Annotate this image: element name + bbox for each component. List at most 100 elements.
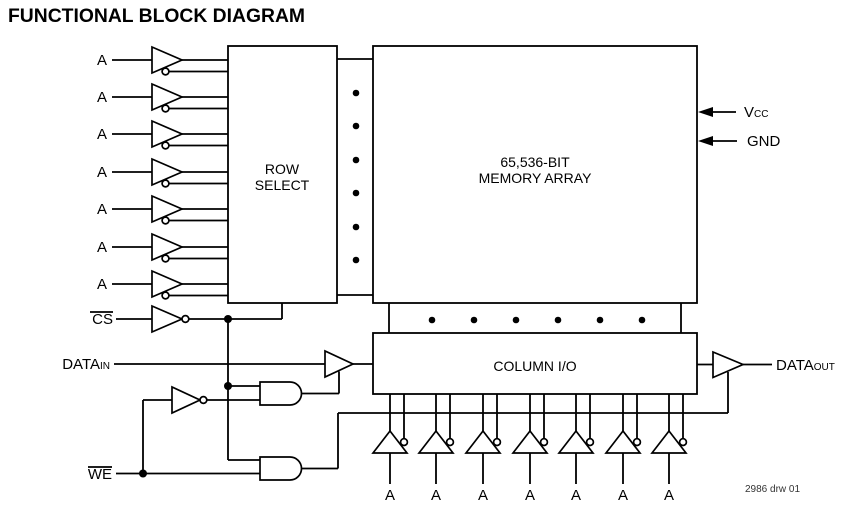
buffer-triangle-icon — [604, 429, 642, 454]
chip-select-input: CS — [90, 303, 283, 461]
wire — [389, 394, 405, 484]
address-label: A — [97, 89, 107, 106]
wire — [112, 59, 228, 73]
data-in-input: DATAIN — [62, 349, 373, 379]
inverter-bubble-icon — [585, 437, 595, 447]
junction-dot — [224, 382, 232, 390]
address-label: A — [97, 201, 107, 218]
inverter-bubble-icon — [181, 314, 190, 324]
wire — [142, 399, 172, 474]
inverter-triangle-icon — [151, 304, 185, 334]
inverter-bubble-icon — [632, 437, 642, 447]
wire — [529, 394, 545, 484]
ellipsis-dot — [638, 316, 646, 324]
wire — [301, 372, 729, 470]
row-address-buffers: A A A A A — [97, 45, 228, 300]
address-label: A — [97, 276, 107, 293]
address-label: A — [385, 487, 395, 504]
column-address-buffers: A A A A A — [371, 394, 688, 504]
wire — [112, 133, 228, 147]
power-pins: VCC GND — [698, 104, 781, 150]
inverter-bubble-icon — [161, 216, 170, 225]
buffer-triangle-icon — [151, 269, 185, 299]
inverter-bubble-icon — [492, 437, 502, 447]
column-io-block: COLUMN I/O — [372, 332, 698, 395]
write-and-gate — [259, 371, 340, 406]
address-input-buffer: A — [464, 394, 502, 504]
address-input-buffer: A — [97, 232, 228, 263]
ellipsis-dot — [596, 316, 604, 324]
wire — [112, 171, 228, 185]
address-input-buffer: A — [97, 45, 228, 76]
buffer-triangle-icon — [650, 429, 688, 454]
junction-dot — [224, 315, 232, 323]
address-label: A — [97, 126, 107, 143]
address-input-buffer: A — [371, 394, 409, 504]
wire — [112, 96, 228, 110]
inverter-bubble-icon — [445, 437, 455, 447]
read-and-gate — [259, 372, 729, 481]
ellipsis-dot — [554, 316, 562, 324]
row-select-label-2: SELECT — [255, 177, 310, 193]
address-input-buffer: A — [97, 269, 228, 300]
wire — [482, 394, 498, 484]
and-gate-icon — [259, 381, 303, 406]
buffer-triangle-icon — [151, 45, 185, 75]
inverter-bubble-icon — [399, 437, 409, 447]
ellipsis-dot — [428, 316, 436, 324]
address-input-buffer: A — [417, 394, 455, 504]
address-label: A — [525, 487, 535, 504]
and-gate-icon — [259, 456, 303, 481]
address-label: A — [97, 239, 107, 256]
column-io-label: COLUMN I/O — [493, 358, 576, 374]
row-bus-strip — [337, 58, 373, 296]
ellipsis-dot — [352, 89, 360, 97]
wire — [112, 246, 228, 260]
buffer-triangle-icon — [151, 82, 185, 112]
address-input-buffer: A — [650, 394, 688, 504]
memory-array-rect — [372, 45, 698, 304]
data-in-label: DATAIN — [62, 356, 110, 373]
ellipsis-dot — [352, 189, 360, 197]
wire — [112, 283, 228, 297]
memory-array-block: 65,536-BIT MEMORY ARRAY — [372, 45, 698, 304]
inverter-bubble-icon — [199, 395, 208, 405]
buffer-triangle-icon — [417, 429, 455, 454]
address-label: A — [97, 164, 107, 181]
address-input-buffer: A — [97, 157, 228, 188]
inverter-bubble-icon — [161, 141, 170, 150]
address-input-buffer: A — [97, 119, 228, 150]
write-enable-label: WE — [88, 466, 112, 483]
wire — [668, 394, 684, 484]
address-label: A — [571, 487, 581, 504]
memory-array-label-1: 65,536-BIT — [500, 154, 570, 170]
address-label: A — [478, 487, 488, 504]
buffer-triangle-icon — [151, 119, 185, 149]
column-bus-strip — [388, 303, 682, 333]
wire — [301, 371, 340, 395]
buffer-triangle-icon — [511, 429, 549, 454]
arrow-left-icon — [698, 107, 713, 117]
address-label: A — [618, 487, 628, 504]
inverter-bubble-icon — [161, 291, 170, 300]
address-input-buffer: A — [604, 394, 642, 504]
ellipsis-dot — [352, 256, 360, 264]
column-io-rect — [372, 332, 698, 395]
memory-array-label-2: MEMORY ARRAY — [479, 170, 592, 186]
inverter-bubble-icon — [539, 437, 549, 447]
wire — [112, 208, 228, 222]
wire — [575, 394, 591, 484]
gnd-label: GND — [747, 133, 781, 150]
page-title: FUNCTIONAL BLOCK DIAGRAM — [8, 6, 305, 27]
wire — [227, 319, 260, 461]
inverter-triangle-icon — [171, 385, 203, 415]
wire — [435, 394, 451, 484]
address-input-buffer: A — [511, 394, 549, 504]
address-label: A — [431, 487, 441, 504]
ellipsis-dot — [352, 122, 360, 130]
address-label: A — [97, 52, 107, 69]
arrow-left-icon — [698, 136, 713, 146]
ellipsis-dot — [470, 316, 478, 324]
